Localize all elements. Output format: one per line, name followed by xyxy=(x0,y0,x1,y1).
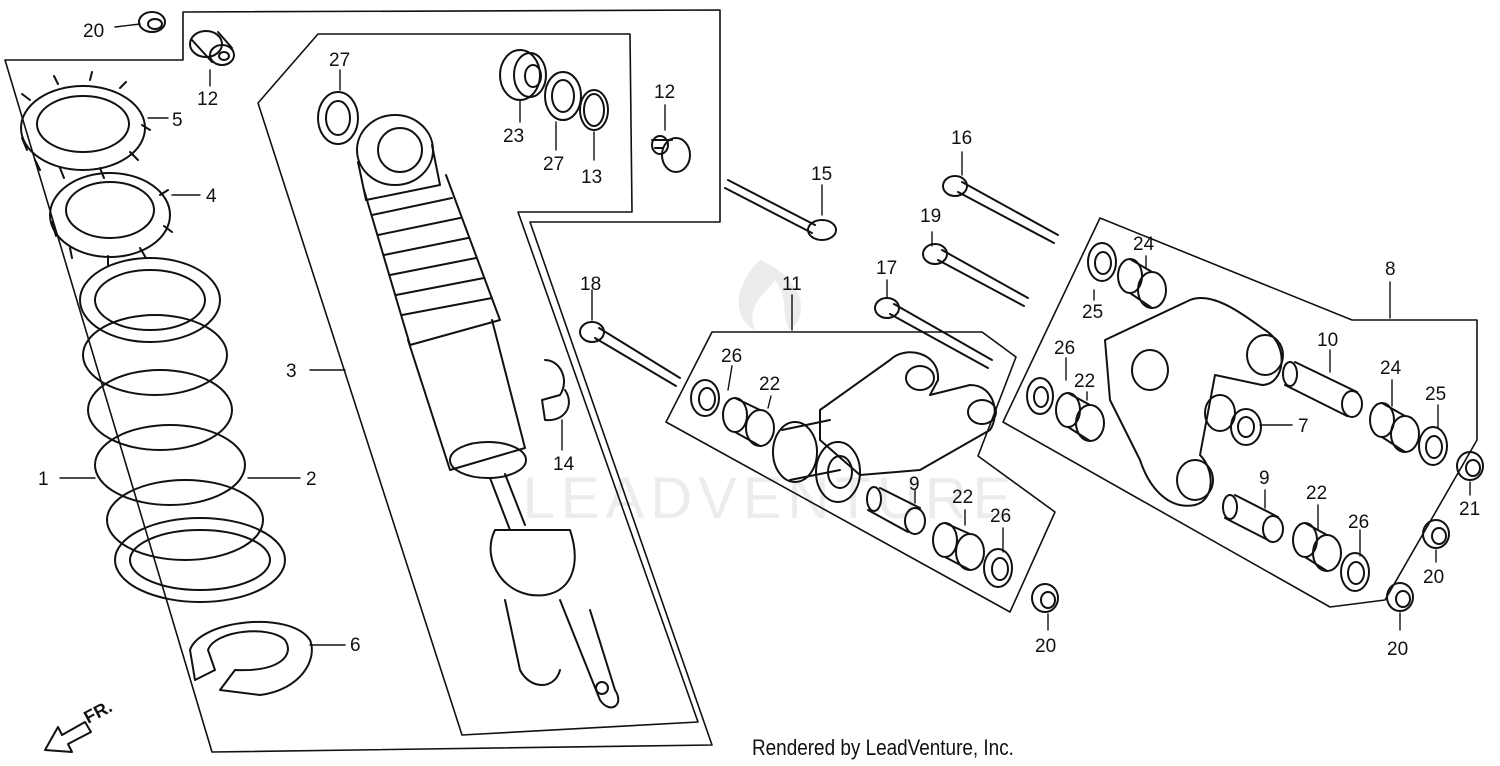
callout-24: 24 xyxy=(1133,234,1155,255)
callout-26: 26 xyxy=(721,346,742,367)
callout-27: 27 xyxy=(329,50,350,71)
bolt-16[interactable] xyxy=(942,175,1059,244)
callout-23: 23 xyxy=(503,126,524,147)
callout-17: 17 xyxy=(876,258,897,279)
callout-21: 21 xyxy=(1459,499,1480,520)
bearing-24-a[interactable] xyxy=(1117,258,1167,309)
callout-12: 12 xyxy=(654,82,675,103)
shock-assembly-outline xyxy=(4,9,721,753)
callout-22: 22 xyxy=(1306,483,1327,504)
collar-10[interactable] xyxy=(1282,361,1363,418)
callout-26: 26 xyxy=(1348,512,1369,533)
callout-1: 1 xyxy=(38,469,49,490)
spring-seat-6[interactable] xyxy=(189,620,313,696)
cushion-arm-outline xyxy=(1002,217,1478,608)
callout-15: 15 xyxy=(811,164,832,185)
seal-25-a[interactable] xyxy=(1087,242,1117,282)
callout-labels: 20 12 5 4 1 2 3 6 27 23 27 13 14 12 15 1… xyxy=(38,21,1480,660)
cushion-arm-8[interactable] xyxy=(1104,297,1284,507)
callout-7: 7 xyxy=(1298,416,1309,437)
bearing-22-b[interactable] xyxy=(932,522,985,571)
callout-11: 11 xyxy=(782,274,802,295)
dust-seal-27-left[interactable] xyxy=(317,91,359,145)
flange-nut-20-c[interactable] xyxy=(1422,519,1450,549)
callout-20: 20 xyxy=(1035,636,1056,657)
bearing-24-b[interactable] xyxy=(1369,402,1420,453)
callout-2: 2 xyxy=(306,469,317,490)
seal-25-b[interactable] xyxy=(1418,426,1448,466)
bolt-15[interactable] xyxy=(724,179,837,241)
damper-3[interactable] xyxy=(356,114,620,709)
callout-3: 3 xyxy=(286,361,297,382)
bushing-23[interactable] xyxy=(499,49,547,101)
collar-12-mid[interactable] xyxy=(651,135,691,173)
link-arm-outline xyxy=(665,331,1056,613)
callout-13: 13 xyxy=(581,167,602,188)
callout-14: 14 xyxy=(553,454,575,475)
callout-25: 25 xyxy=(1082,302,1103,323)
callout-9: 9 xyxy=(1259,468,1270,489)
callout-19: 19 xyxy=(920,206,941,227)
callout-18: 18 xyxy=(580,274,601,295)
callout-6: 6 xyxy=(350,635,361,656)
callout-27: 27 xyxy=(543,154,564,175)
callout-22: 22 xyxy=(759,374,780,395)
dust-seal-27-right[interactable] xyxy=(544,71,582,121)
link-11[interactable] xyxy=(772,351,997,503)
collar-9-b[interactable] xyxy=(1222,494,1284,543)
callout-12: 12 xyxy=(197,89,218,110)
adjuster-nut-4[interactable] xyxy=(49,172,173,267)
collar-9-a[interactable] xyxy=(866,486,926,535)
bolt-19[interactable] xyxy=(922,243,1029,307)
flange-nut-20-d[interactable] xyxy=(1386,582,1414,612)
callout-24: 24 xyxy=(1380,358,1402,379)
svg-text:LEADVENTURE: LEADVENTURE xyxy=(523,466,1018,531)
callout-20: 20 xyxy=(1423,567,1444,588)
bearing-22-a[interactable] xyxy=(722,397,775,447)
flange-nut-20-b[interactable] xyxy=(1031,583,1059,613)
band-clip-14[interactable] xyxy=(541,359,570,422)
callout-9: 9 xyxy=(909,474,920,495)
bearing-22-c[interactable] xyxy=(1055,392,1105,442)
bushing-7[interactable] xyxy=(1204,394,1262,446)
callout-26: 26 xyxy=(1054,338,1075,359)
callout-25: 25 xyxy=(1425,384,1446,405)
front-arrow-icon xyxy=(44,721,92,753)
spring-2[interactable] xyxy=(79,257,286,603)
seal-26-b[interactable] xyxy=(983,548,1013,588)
seal-26-c[interactable] xyxy=(1026,377,1054,415)
callout-8: 8 xyxy=(1385,259,1396,280)
callout-5: 5 xyxy=(172,110,183,131)
seal-26-a[interactable] xyxy=(690,379,720,417)
watermark: LEADVENTURE xyxy=(523,260,1018,531)
lock-nut-5[interactable] xyxy=(20,71,151,179)
flange-nut-21[interactable] xyxy=(1456,451,1484,481)
callout-22: 22 xyxy=(952,487,973,508)
collar-12-top[interactable] xyxy=(189,30,235,66)
callout-16: 16 xyxy=(951,128,972,149)
bolt-18[interactable] xyxy=(579,321,681,387)
circlip-13[interactable] xyxy=(579,89,609,131)
callout-20: 20 xyxy=(1387,639,1408,660)
bearing-22-d[interactable] xyxy=(1292,522,1342,572)
leader-lines xyxy=(59,23,1471,646)
callout-4: 4 xyxy=(206,186,217,207)
seal-26-d[interactable] xyxy=(1340,552,1370,592)
callout-10: 10 xyxy=(1317,330,1338,351)
callout-26: 26 xyxy=(990,506,1011,527)
callout-22: 22 xyxy=(1074,371,1095,392)
flange-nut-20-top[interactable] xyxy=(138,11,166,33)
callout-20: 20 xyxy=(83,21,104,42)
damper-subassembly-outline xyxy=(257,33,699,736)
render-credit: Rendered by LeadVenture, Inc. xyxy=(752,735,1014,760)
